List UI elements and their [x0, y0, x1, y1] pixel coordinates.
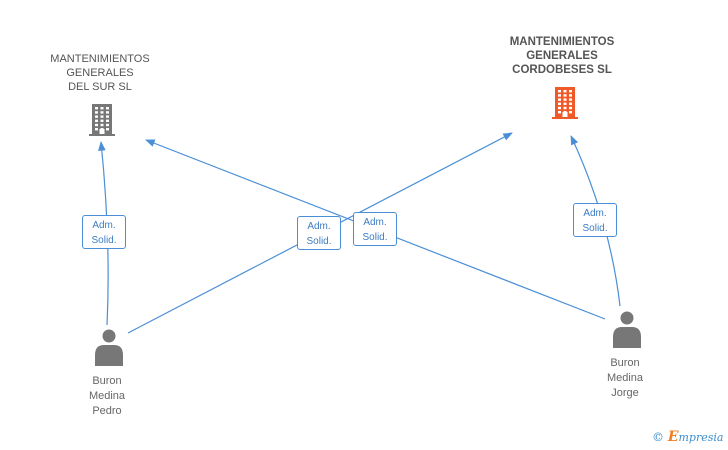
building-window	[100, 123, 104, 127]
copyright-icon: ©	[652, 430, 664, 444]
person-head	[620, 311, 634, 325]
building-window	[569, 106, 572, 110]
brand-logo-initial: E	[667, 429, 679, 445]
building-window	[563, 98, 567, 101]
company-name-line: CORDOBESES SL	[512, 64, 612, 76]
relation-label-line: Solid.	[582, 223, 608, 234]
company-name-c2[interactable]: MANTENIMIENTOS GENERALES CORDOBESES SL	[492, 35, 632, 77]
company-name-line: DEL SUR SL	[68, 81, 132, 93]
person-name-line: Pedro	[92, 405, 122, 417]
building-window	[106, 115, 109, 118]
building-window	[569, 98, 572, 101]
person-name-p2[interactable]: Buron Medina Jorge	[595, 356, 655, 401]
building-base	[89, 134, 115, 136]
person-name-line: Buron	[92, 375, 122, 387]
company-name-line: GENERALES	[66, 67, 134, 79]
building-icon[interactable]	[89, 104, 115, 136]
building-window	[95, 111, 98, 114]
building-window	[100, 119, 104, 122]
building-window	[558, 106, 561, 110]
building-window	[106, 123, 109, 127]
person-icon[interactable]	[95, 329, 123, 367]
relation-badge-p2-c2[interactable]: Adm. Solid.	[573, 203, 617, 237]
building-window	[95, 119, 98, 122]
building-window	[563, 90, 567, 93]
building-window	[558, 98, 561, 101]
building-window	[558, 94, 561, 97]
company-name-line: MANTENIMIENTOS	[50, 53, 150, 65]
building-window	[100, 111, 104, 114]
company-name-line: GENERALES	[526, 50, 598, 62]
building-door	[562, 112, 568, 117]
building-window	[569, 111, 572, 114]
person-body	[613, 327, 641, 348]
building-window	[569, 94, 572, 97]
building-window	[569, 102, 572, 105]
building-window	[106, 107, 109, 110]
relation-label-line: Adm.	[92, 220, 116, 231]
building-window	[106, 111, 109, 114]
person-head	[102, 329, 116, 343]
brand-footer[interactable]: © Empresia	[652, 429, 723, 445]
person-body	[95, 345, 123, 366]
building-base	[552, 117, 578, 119]
building-window	[95, 107, 98, 110]
building-window	[100, 107, 104, 110]
building-window	[558, 111, 561, 114]
company-name-c1[interactable]: MANTENIMIENTOS GENERALES DEL SUR SL	[40, 52, 160, 94]
relation-badge-p1-c1[interactable]: Adm. Solid.	[82, 215, 126, 249]
building-window	[563, 94, 567, 97]
building-window	[558, 102, 561, 105]
company-name-line: MANTENIMIENTOS	[509, 36, 615, 48]
building-window	[563, 102, 567, 105]
relation-label-line: Adm.	[363, 217, 387, 228]
building-window	[558, 90, 561, 93]
person-name-line: Buron	[610, 357, 640, 369]
building-window	[95, 128, 98, 131]
person-name-line: Jorge	[611, 387, 639, 399]
relation-label-line: Solid.	[306, 236, 332, 247]
relation-label-line: Adm.	[583, 208, 607, 219]
person-name-line: Medina	[606, 372, 644, 384]
relation-label-line: Solid.	[362, 232, 388, 243]
building-door	[99, 129, 105, 134]
person-icon[interactable]	[613, 311, 641, 349]
building-window	[569, 90, 572, 93]
relation-badge-p2-c1[interactable]: Adm. Solid.	[353, 212, 397, 246]
relation-badge-p1-c2[interactable]: Adm. Solid.	[297, 216, 341, 250]
building-window	[106, 119, 109, 122]
building-window	[100, 115, 104, 118]
relation-label-line: Adm.	[307, 221, 331, 232]
brand-logo-text: mpresia	[678, 431, 724, 444]
person-name-line: Medina	[88, 390, 126, 402]
building-window	[106, 128, 109, 131]
building-window	[95, 115, 98, 118]
building-window	[95, 123, 98, 127]
relation-label-line: Solid.	[91, 235, 117, 246]
building-icon[interactable]	[552, 87, 578, 119]
person-name-p1[interactable]: Buron Medina Pedro	[77, 374, 137, 419]
building-window	[563, 106, 567, 110]
